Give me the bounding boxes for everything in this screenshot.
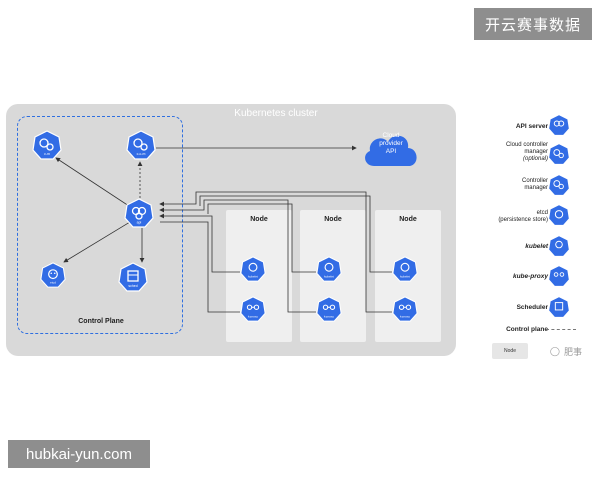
control-plane-boundary [17,116,183,334]
svg-text:c-m: c-m [44,152,50,156]
cloud-provider-label: Cloud provider API [360,132,422,156]
wechat-watermark-text: 肥事 [563,346,582,357]
legend-api-server-label: API server [515,123,548,130]
cloud-controller-manager-icon: c-c-m [126,130,156,160]
legend-etcd-icon [548,204,570,226]
legend-kubelet-icon [548,235,570,257]
legend-etcd-label: etcd (persistence store) [470,210,548,224]
kubelet-icon-node2: kubelet [316,256,342,282]
cloud-label-line3: API [385,148,397,155]
kube-proxy-icon-node2: k-proxy [316,296,342,322]
cluster-title: Kubernetes cluster [234,108,318,119]
svg-text:kubelet: kubelet [248,275,258,279]
legend-scheduler-icon [548,296,570,318]
node-label-2: Node [324,216,342,223]
svg-text:k-proxy: k-proxy [400,315,410,319]
legend-kube-proxy-icon [548,265,570,287]
kube-proxy-icon-node1: k-proxy [240,296,266,322]
svg-text:k-proxy: k-proxy [324,315,334,319]
legend-cm-icon [548,174,570,196]
svg-text:etcd: etcd [50,281,56,285]
legend-ccm-line1: Cloud controller [505,142,548,148]
legend-cm-label: Controller manager [470,178,548,192]
kube-proxy-icon-node3: k-proxy [392,296,418,322]
control-plane-label: Control Plane [78,318,124,325]
controller-manager-icon: c-m [32,130,62,160]
kubelet-icon-node1: kubelet [240,256,266,282]
legend-ccm-label: Cloud controller manager (optional) [470,142,548,163]
node-label-3: Node [399,216,417,223]
edge-node1-proxy-to-api [160,221,240,313]
legend-ccm-line2: manager [524,149,548,155]
cloud-label-line2: provider [379,140,403,147]
api-server-icon: api [124,198,154,228]
cloud-label-line1: Cloud [382,132,400,139]
node-label-1: Node [250,216,268,223]
edge-node3-proxy-to-api [159,191,392,313]
legend-ccm-icon [548,143,570,165]
legend-kube-proxy-label: kube-proxy [512,273,548,280]
edge-api-to-etcd [63,221,131,263]
edge-node2-to-api [207,203,316,273]
legend-control-plane-dash [546,329,576,330]
svg-text:kubelet: kubelet [324,275,334,279]
svg-text:kubelet: kubelet [400,275,410,279]
svg-text:api: api [137,221,142,225]
edge-api-to-cm [55,157,133,209]
legend-scheduler-label: Scheduler [516,304,548,311]
watermark-bottom: hubkai-yun.com [8,440,150,468]
legend-node-swatch: Node [492,343,528,359]
legend-cm-line1: Controller [521,178,548,184]
legend-control-plane-label: Control plane [506,326,548,333]
legend-ccm-line3: (optional) [522,156,548,162]
legend-cm-line2: manager [524,185,548,191]
edge-node3-to-api [199,195,392,273]
wechat-icon: ◯ [549,345,560,356]
kubelet-icon-node3: kubelet [392,256,418,282]
svg-text:sched: sched [128,284,137,288]
etcd-icon: etcd [40,262,66,288]
edge-node2-proxy-to-api [159,199,316,313]
svg-text:k-proxy: k-proxy [248,315,258,319]
edge-node1-to-api [159,213,240,273]
legend-etcd-line2: (persistence store) [498,217,548,223]
watermark-top: 开云赛事数据 [474,8,592,40]
scheduler-icon: sched [118,262,148,292]
legend-api-server-icon [548,114,570,136]
legend-etcd-line1: etcd [536,210,548,216]
svg-text:c-c-m: c-c-m [137,152,146,156]
cloud-provider-icon [365,135,417,166]
wechat-watermark: ◯ 肥事 [490,344,582,358]
legend-kubelet-label: kubelet [525,243,548,250]
